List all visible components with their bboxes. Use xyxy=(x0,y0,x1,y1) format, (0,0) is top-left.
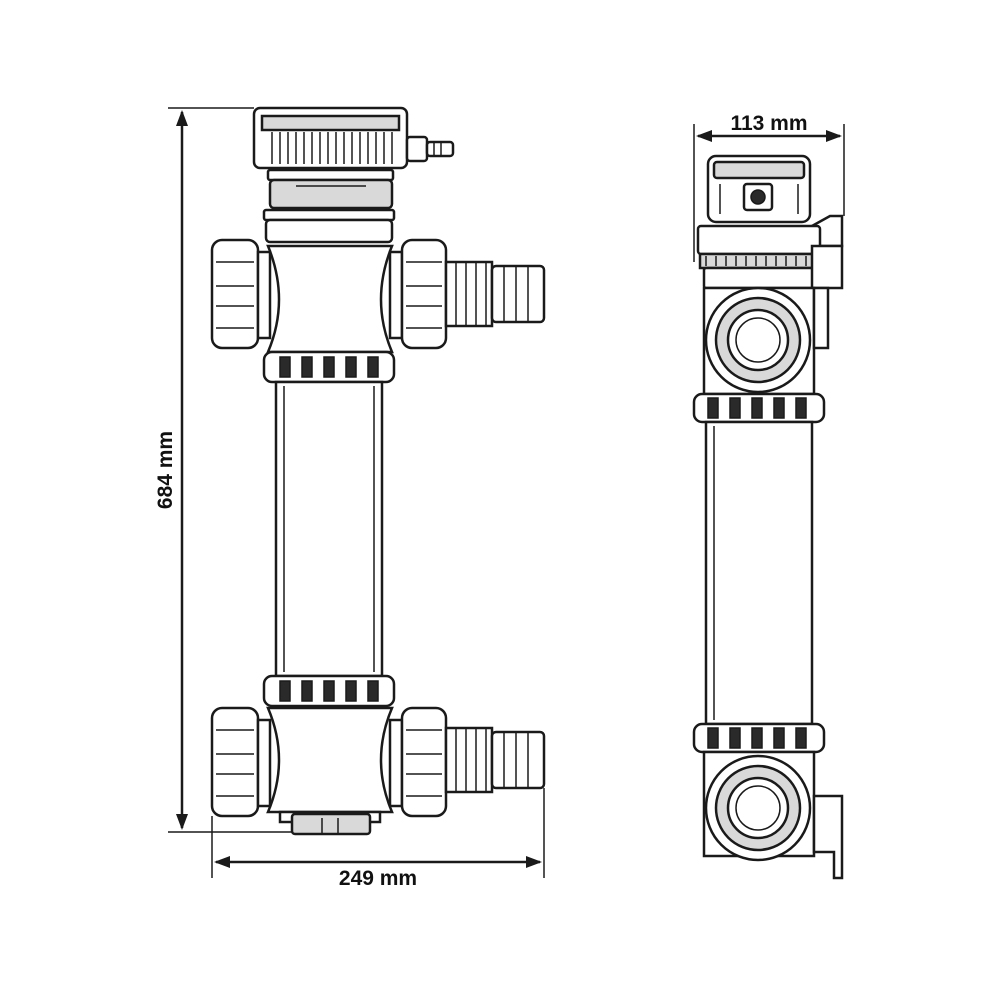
side-upper-port xyxy=(702,286,830,396)
height-label: 684 mm xyxy=(154,431,177,509)
front-view xyxy=(210,106,546,836)
front-upper-ring xyxy=(262,350,396,384)
height-dimension xyxy=(168,107,292,833)
side-lower-ring xyxy=(692,722,826,754)
front-lower-right-nut xyxy=(388,706,546,818)
front-lower-left-nut xyxy=(210,706,272,818)
width-dimension xyxy=(211,788,545,878)
front-upper-right-nut xyxy=(388,238,546,350)
width-label: 249 mm xyxy=(339,867,417,890)
front-control-box xyxy=(252,106,455,170)
front-main-tube xyxy=(274,380,384,678)
front-upper-left-nut xyxy=(210,238,272,350)
side-lower-port xyxy=(702,750,844,880)
side-view xyxy=(692,154,844,880)
front-drain-cap xyxy=(278,810,382,836)
front-lower-ring xyxy=(262,674,396,708)
depth-dimension xyxy=(693,124,845,262)
side-main-tube xyxy=(704,420,814,726)
side-upper-ring xyxy=(692,392,826,424)
depth-label: 113 mm xyxy=(730,112,807,135)
